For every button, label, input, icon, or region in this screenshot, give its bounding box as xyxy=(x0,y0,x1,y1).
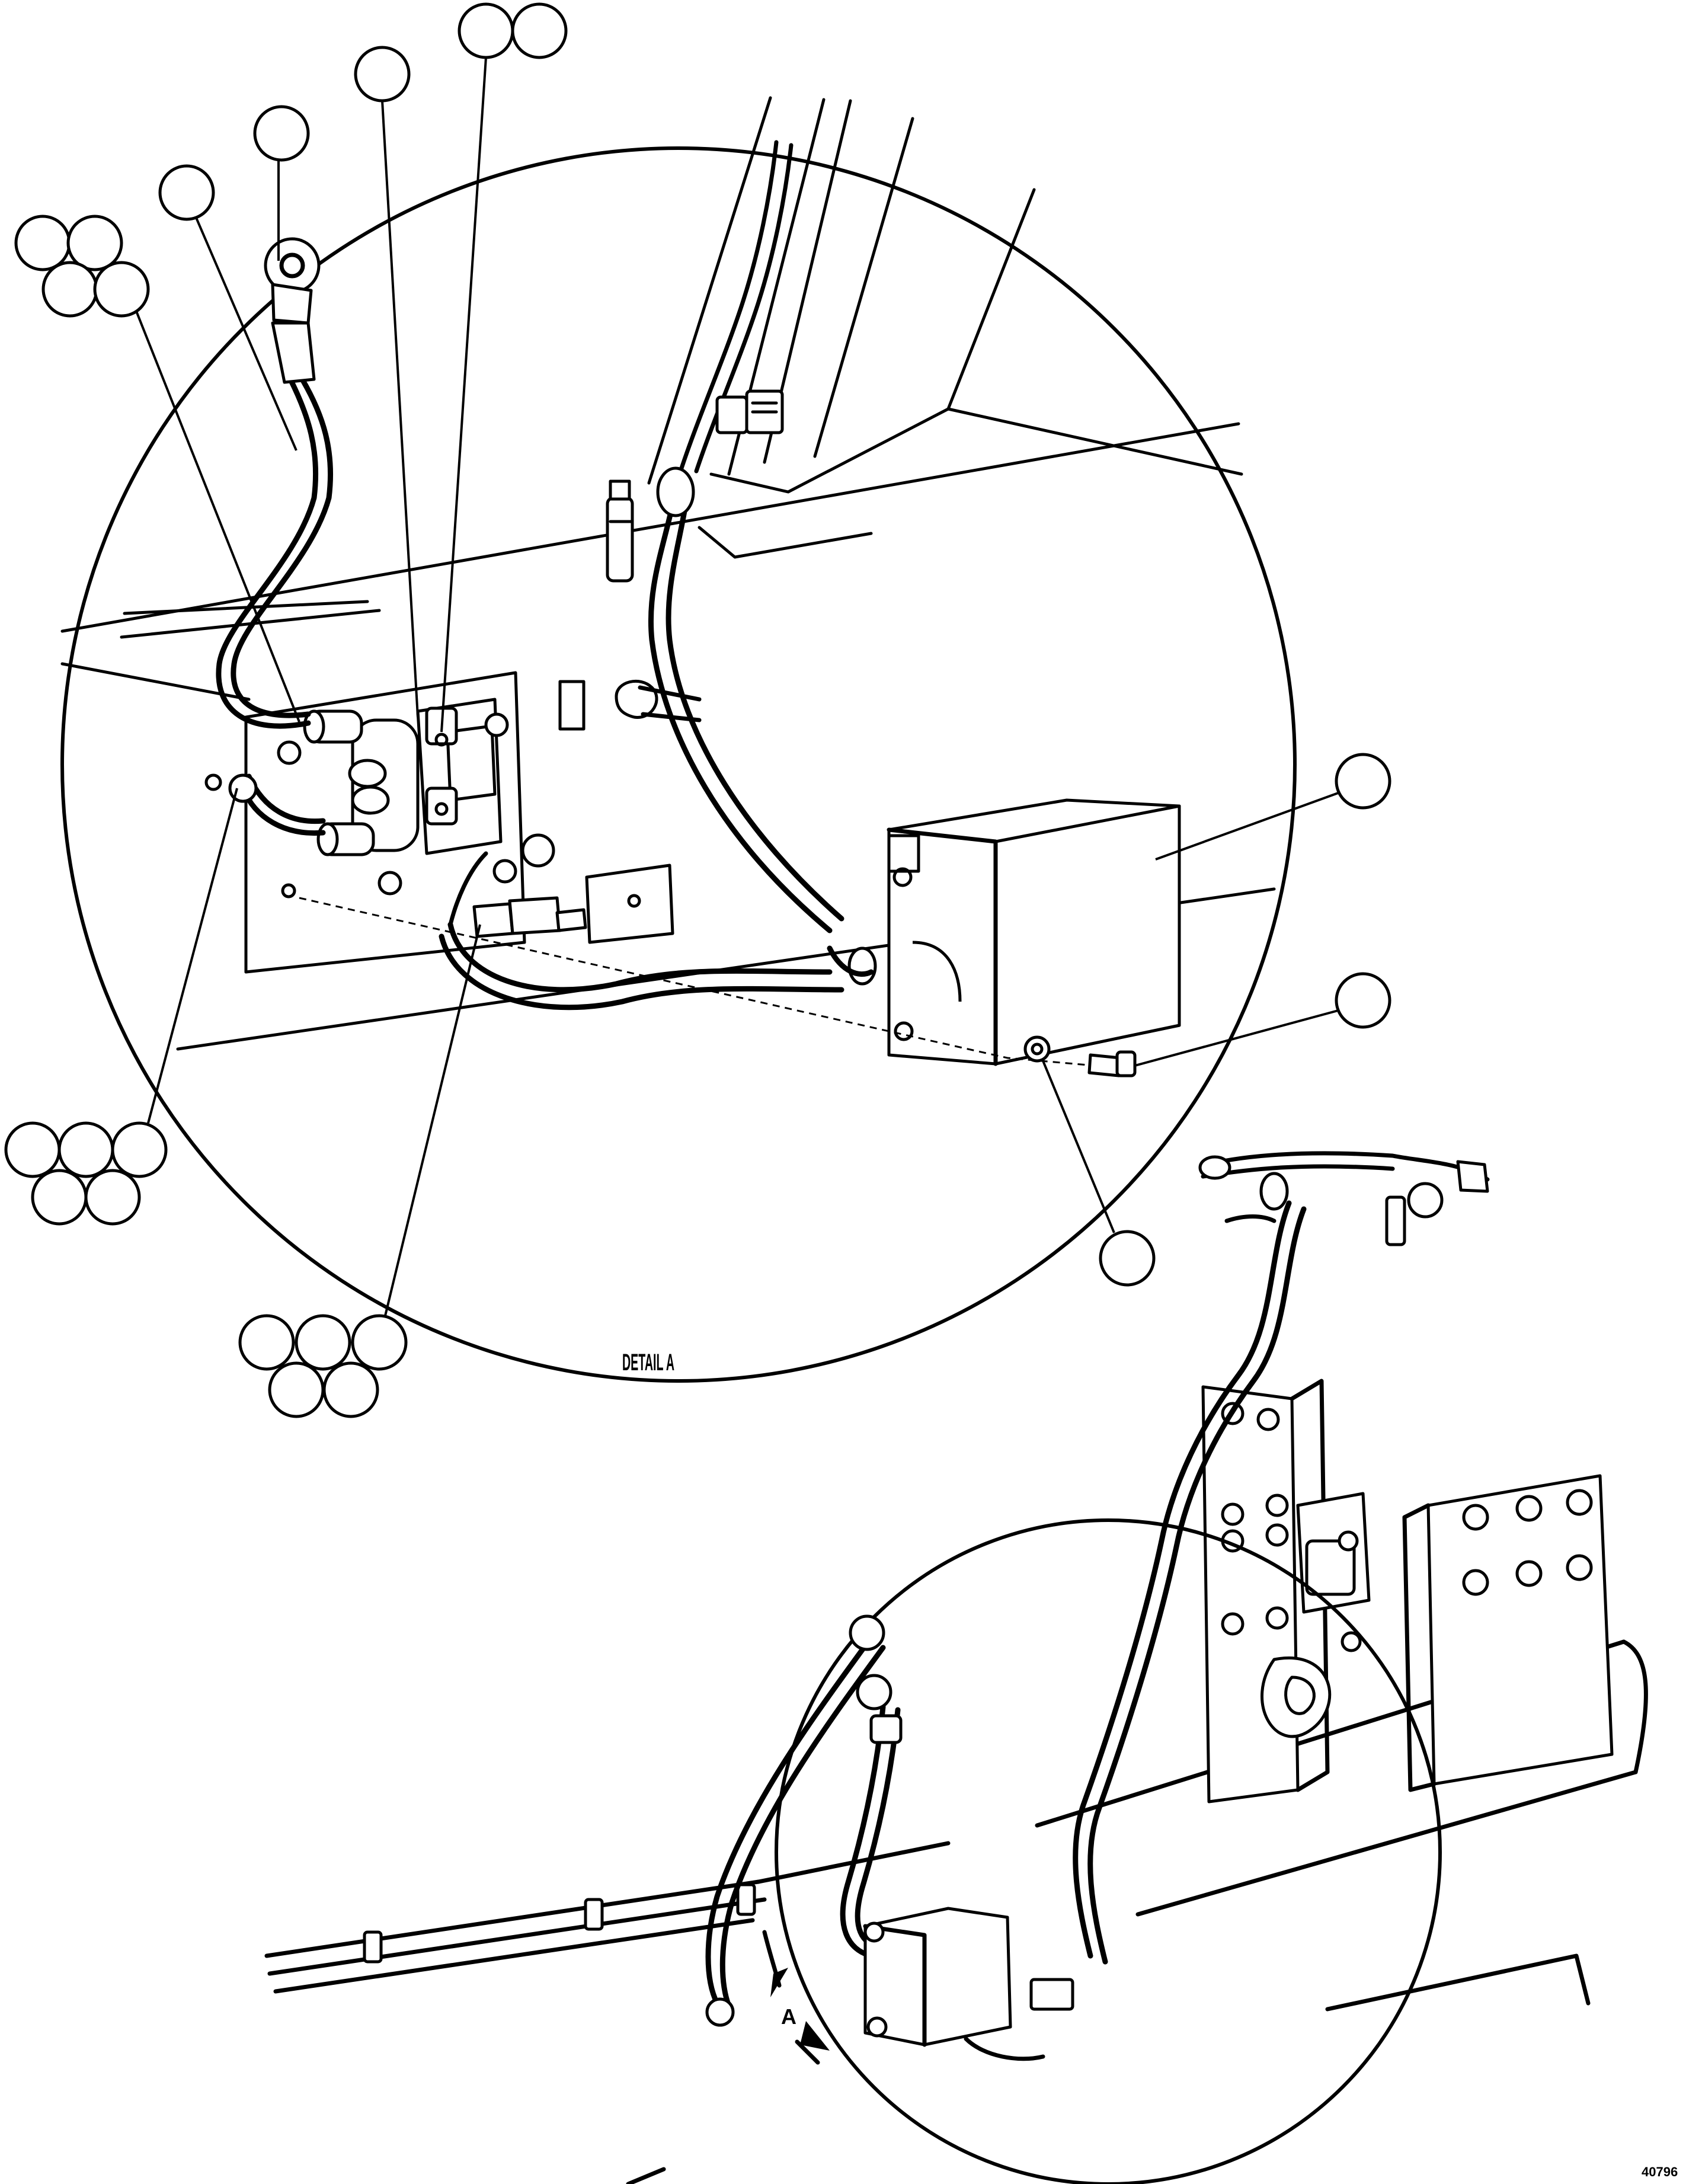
leader-line xyxy=(1042,1060,1115,1233)
leader-line xyxy=(381,100,419,718)
callout-balloon xyxy=(253,105,310,162)
leader-line xyxy=(135,311,300,722)
callout-balloon xyxy=(14,215,71,271)
callout-balloon xyxy=(93,261,150,318)
callout-balloon xyxy=(31,1169,88,1226)
detail-caption: DETAIL A xyxy=(622,1350,674,1376)
callout-balloon xyxy=(511,2,568,59)
detail-a-reference-circle xyxy=(775,1518,1442,2184)
washer-and-bolt xyxy=(1023,1035,1137,1077)
controller-box xyxy=(827,798,1181,1066)
battery-cable-long xyxy=(216,237,334,729)
plate-hole xyxy=(281,883,296,898)
callout-balloons xyxy=(4,2,1391,1418)
detail-a-view xyxy=(60,96,1297,1383)
callout-balloon xyxy=(238,1314,295,1371)
callout-balloon xyxy=(158,164,215,221)
overall-battery-cables xyxy=(705,1614,903,2027)
callout-balloon xyxy=(458,2,514,59)
bracket-solenoid xyxy=(1296,1492,1371,1652)
battery-cable-short xyxy=(204,773,326,836)
drawing-number: 40796 xyxy=(1642,2164,1678,2179)
callout-balloon xyxy=(1099,1230,1156,1287)
view-letter: A xyxy=(781,2004,796,2029)
leader-line xyxy=(1134,1009,1339,1067)
solenoid-assembly xyxy=(303,698,503,856)
callout-balloon xyxy=(66,215,123,271)
wiring-harness xyxy=(439,140,844,1011)
leader-line xyxy=(440,57,487,733)
temperature-sensor xyxy=(606,479,634,583)
view-arrow-a xyxy=(762,1930,830,2065)
leader-line xyxy=(194,216,297,451)
callout-balloon xyxy=(4,1121,61,1178)
leader-line xyxy=(147,788,238,1124)
callout-balloon xyxy=(1335,972,1391,1029)
leader-line xyxy=(1155,792,1339,861)
overall-controller-box xyxy=(863,1907,1074,2061)
callout-balloon xyxy=(295,1314,351,1371)
top-caps xyxy=(715,389,784,434)
leader-line xyxy=(384,924,481,1316)
tube-clamps xyxy=(363,1883,756,1964)
explode-centerline xyxy=(299,897,1109,1068)
callout-balloon xyxy=(57,1121,114,1178)
callout-balloon xyxy=(84,1169,141,1226)
callout-balloon xyxy=(351,1314,408,1371)
overall-harness xyxy=(1073,1151,1490,1965)
harness-clamp xyxy=(558,679,702,731)
connector-block xyxy=(472,864,674,944)
detail-a-boundary-circle xyxy=(60,146,1297,1383)
callout-balloon xyxy=(111,1121,168,1178)
upright-bracket xyxy=(1201,1379,1332,1804)
plate-bolts xyxy=(277,712,555,896)
right-mount-block xyxy=(1402,1474,1614,1792)
callout-balloon xyxy=(354,46,411,103)
callout-balloon xyxy=(1335,753,1391,810)
callout-balloon xyxy=(41,261,98,318)
overall-view: A xyxy=(264,1151,1648,2184)
callout-balloon xyxy=(322,1361,379,1418)
callout-balloon xyxy=(268,1361,325,1418)
